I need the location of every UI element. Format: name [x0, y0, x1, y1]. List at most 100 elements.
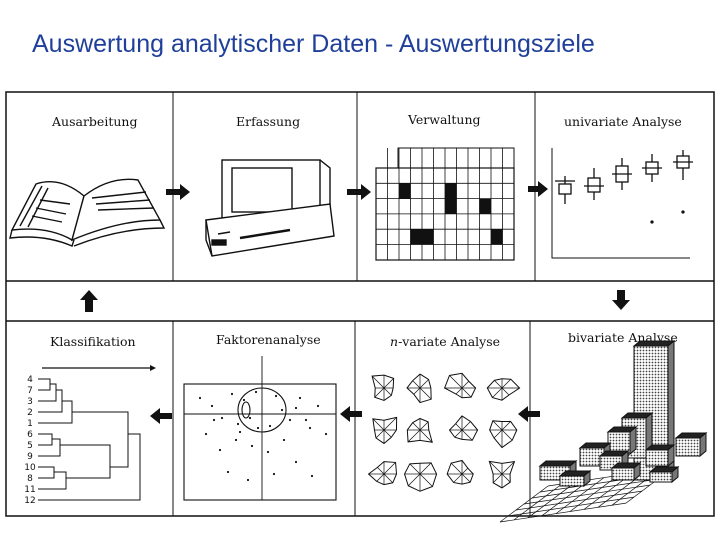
dendrogram-branch [44, 434, 52, 445]
scatter-point [221, 417, 223, 419]
dendrogram-leaf-label: 4 [27, 375, 33, 385]
star-glyph [407, 374, 431, 402]
histogram-bar [560, 471, 590, 486]
scatter-point [249, 417, 251, 419]
arrow-right-icon [166, 184, 190, 200]
dendrogram-leaf-label: 8 [27, 474, 33, 484]
dendrogram-branch [44, 472, 66, 489]
star-glyph [487, 379, 519, 400]
scatter-point [311, 475, 313, 477]
data-matrix-icon [376, 148, 514, 260]
histogram-bar [608, 427, 636, 454]
scatter-point [247, 479, 249, 481]
histogram-bar [646, 445, 674, 466]
scatter-point [239, 431, 241, 433]
star-glyph [489, 461, 514, 488]
star-glyph [372, 375, 393, 400]
histogram-grid-line [524, 485, 650, 504]
histogram-grid-line [500, 503, 626, 522]
label-ausarbeitung: Ausarbeitung [51, 114, 137, 129]
histogram-bar [650, 467, 678, 482]
dendrogram-leaf-label: 10 [24, 463, 36, 473]
scatter-point [219, 449, 221, 451]
scatter-point [317, 405, 319, 407]
dendrogram-leaf-label: 5 [27, 441, 33, 451]
dendrogram-leaf-label: 9 [27, 452, 33, 462]
scatter-point [295, 407, 297, 409]
scatter-point [309, 427, 311, 429]
arrow-right-icon [528, 181, 548, 197]
star-glyph [407, 418, 432, 442]
histogram-grid-line [532, 479, 658, 498]
scatter-point [231, 393, 233, 395]
arrow-up-icon [80, 290, 98, 312]
dendrogram-leaf-label: 7 [27, 386, 33, 396]
matrix-filled-cell [411, 229, 423, 244]
histogram-bar [676, 433, 706, 456]
workflow-figure: Ausarbeitung Erfassung Verwaltung univar… [0, 88, 720, 528]
scatter-point [243, 399, 245, 401]
scatter-point [251, 445, 253, 447]
arrow-down-icon [612, 290, 630, 310]
matrix-filled-cell [445, 199, 457, 214]
scatter-point [325, 433, 327, 435]
star-glyph [490, 421, 517, 448]
matrix-filled-cell [422, 229, 434, 244]
boxplot-icon [552, 148, 693, 258]
scatter-point [199, 397, 201, 399]
dendrogram-branch [60, 445, 110, 478]
scatter-point [283, 439, 285, 441]
label-verwaltung: Verwaltung [407, 112, 481, 127]
matrix-filled-cell [480, 199, 492, 214]
arrow-left-icon [340, 406, 362, 422]
arrow-left-icon [150, 408, 172, 424]
star-glyph [369, 462, 397, 485]
star-glyph [405, 463, 437, 491]
scatter-point [227, 471, 229, 473]
matrix-filled-cell [491, 229, 503, 244]
matrix-filled-cell [399, 183, 411, 198]
dendrogram-leaf-label: 11 [24, 485, 35, 495]
matrix-filled-cell [445, 183, 457, 198]
histogram-3d-icon [500, 341, 706, 522]
dendrogram-branch [44, 467, 54, 478]
scatter-point [237, 423, 239, 425]
scatter-point [257, 427, 259, 429]
scatter-point [205, 433, 207, 435]
slide-title: Auswertung analytischer Daten - Auswertu… [32, 30, 595, 59]
scatter-point [269, 425, 271, 427]
scatter-point [213, 419, 215, 421]
scatter-point [289, 419, 291, 421]
star-glyph [449, 416, 477, 440]
scatter-point [299, 397, 301, 399]
dendrogram-leaf-label: 6 [27, 430, 33, 440]
dendrogram-branch [44, 379, 50, 390]
histogram-grid-line [508, 497, 634, 516]
label-klassifikation: Klassifikation [50, 334, 136, 349]
scatter-point [305, 419, 307, 421]
scatter-point [281, 409, 283, 411]
dendrogram-branch [72, 412, 128, 467]
scatter-point [295, 461, 297, 463]
arrow-left-icon [518, 406, 540, 422]
label-faktorenanalyse: Faktorenanalyse [216, 332, 321, 347]
computer-icon [206, 160, 334, 256]
dendrogram-leaf-label: 1 [27, 419, 33, 429]
histogram-grid-line [516, 491, 642, 510]
histogram-bar [612, 463, 640, 480]
dendrogram-leaf-label: 2 [27, 408, 33, 418]
label-erfassung: Erfassung [236, 114, 300, 129]
star-glyph [445, 373, 476, 397]
scatter-icon [184, 356, 336, 500]
label-univariate: univariate Analyse [564, 114, 682, 129]
label-n-variate: n-variate Analyse [390, 334, 500, 349]
star-glyph [447, 460, 473, 484]
scatter-point [211, 405, 213, 407]
arrow-right-icon [347, 184, 371, 200]
scatter-point [275, 395, 277, 397]
scatter-point [273, 473, 275, 475]
book-icon [10, 179, 164, 246]
star-glyph-grid [369, 373, 520, 491]
scatter-point [235, 439, 237, 441]
